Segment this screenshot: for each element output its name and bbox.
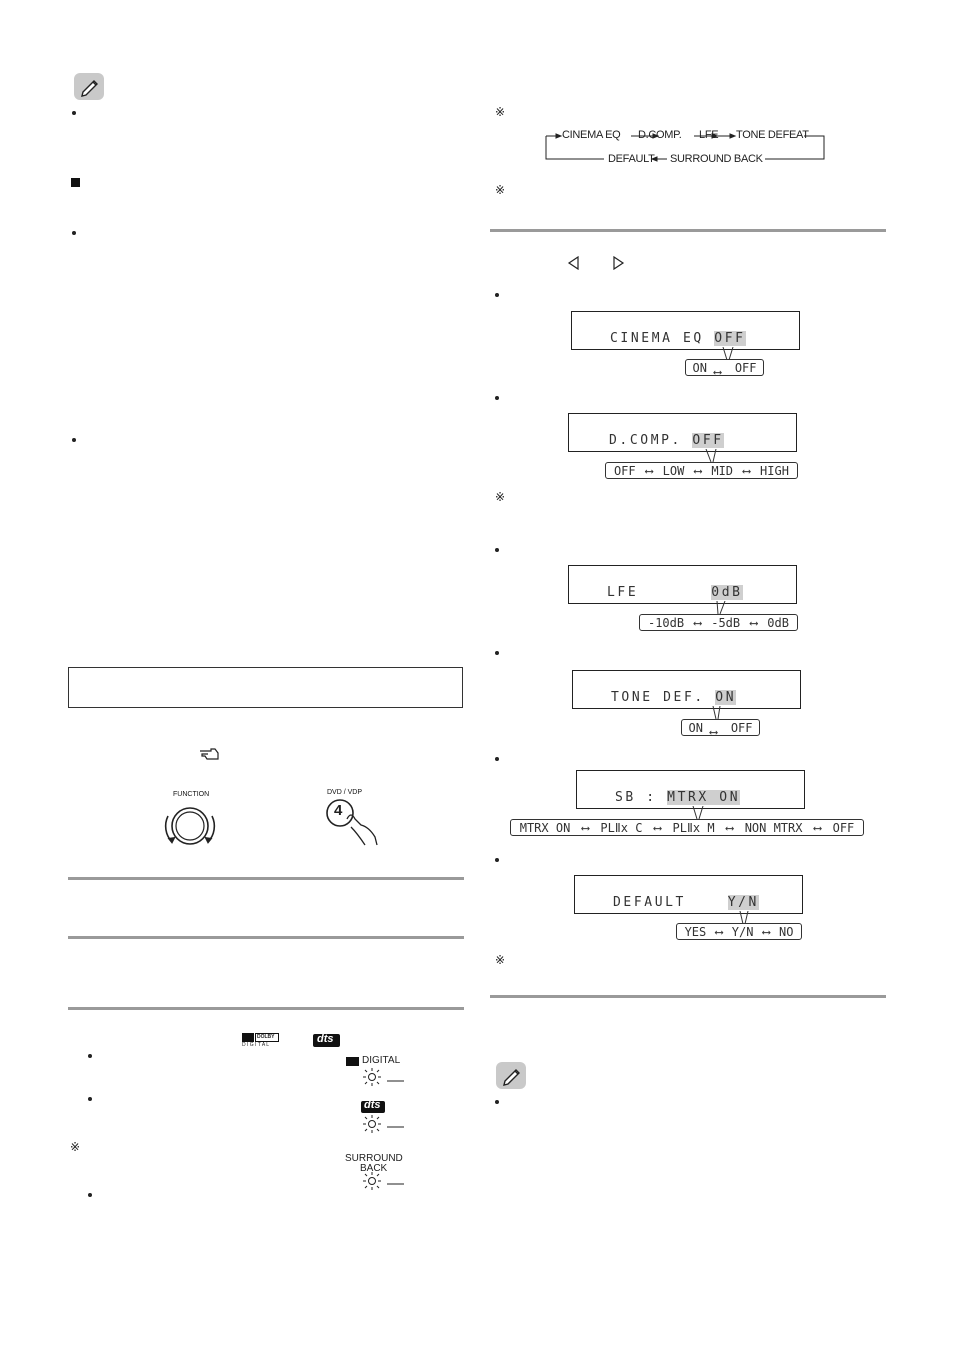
button-label: DVD / VDP xyxy=(327,789,363,796)
callout xyxy=(722,347,734,361)
flow-dcomp: D.COMP. xyxy=(638,129,682,141)
bullet xyxy=(72,231,76,235)
flow-tone-defeat: TONE DEFEAT xyxy=(736,129,809,141)
square-bullet xyxy=(71,178,80,187)
lcd-value: 0dB xyxy=(711,585,743,600)
section-rule xyxy=(68,936,464,939)
section-rule xyxy=(490,229,886,232)
flow-surround-back: SURROUND BACK xyxy=(670,153,763,165)
bullet xyxy=(495,757,499,761)
right-arrow-icon xyxy=(613,256,625,270)
note-mark: ※ xyxy=(495,105,506,119)
bullet xyxy=(88,1054,92,1058)
section-rule xyxy=(490,995,886,998)
bullet xyxy=(495,548,499,552)
indicator-lamps xyxy=(363,1068,404,1190)
dts-indicator-label: dts xyxy=(364,1099,381,1111)
options-cinema-eq: ON⟷OFF xyxy=(685,359,764,379)
bullet xyxy=(72,111,76,115)
lcd-value: MTRX ON xyxy=(667,790,741,805)
dts-word: dts xyxy=(317,1033,334,1045)
dts-logo: dts xyxy=(313,1033,340,1047)
flow-lfe: LFE xyxy=(699,129,719,141)
lamp-2 xyxy=(363,1115,404,1133)
digital-label: DIGITAL xyxy=(362,1055,401,1066)
lcd-value: ON xyxy=(715,690,737,705)
function-knob[interactable] xyxy=(158,796,222,861)
note-mark: ※ xyxy=(495,183,506,197)
lcd-lfe: LFE 0dB xyxy=(568,565,797,604)
bullet xyxy=(88,1097,92,1101)
note-mark: ※ xyxy=(495,490,506,504)
options-default: YES⟷Y/N⟷NO xyxy=(676,923,802,940)
dolby-word: DOLBY xyxy=(257,1034,275,1040)
bullet xyxy=(495,858,499,862)
dolby-digital-indicator: DIGITAL xyxy=(346,1055,406,1085)
flow-diagram-lines xyxy=(545,133,825,162)
bullet xyxy=(495,396,499,400)
left-arrow-icon xyxy=(567,256,579,270)
lcd-value: OFF xyxy=(714,331,746,346)
section-rule xyxy=(68,877,464,880)
sb-indicator-label1: SURROUND xyxy=(345,1153,403,1164)
lcd-surround-back: SB : MTRX ON xyxy=(576,770,805,809)
lcd-dcomp: D.COMP. OFF xyxy=(568,413,797,452)
dvd-button[interactable] xyxy=(325,797,385,852)
framed-box xyxy=(68,667,463,708)
lamp-1 xyxy=(363,1068,404,1086)
sb-indicator-label2: BACK xyxy=(360,1163,388,1174)
lcd-default: DEFAULT Y/N xyxy=(574,875,803,914)
options-lfe: -10dB⟷-5dB⟷0dB xyxy=(639,614,798,631)
dolby-sub: D I G I T A L xyxy=(242,1042,270,1048)
lcd-cinema-eq: CINEMA EQ OFF xyxy=(571,311,800,350)
bullet xyxy=(72,438,76,442)
flow-cinema-eq: CINEMA EQ xyxy=(562,129,621,141)
callout xyxy=(712,706,721,720)
knob-label: FUNCTION xyxy=(173,791,210,798)
options-surround-back: MTRX ON⟷PLⅡx C⟷PLⅡx M⟷NON MTRX⟷OFF xyxy=(510,819,864,836)
bullet xyxy=(495,1100,499,1104)
lcd-value: Y/N xyxy=(727,895,759,910)
section-rule xyxy=(68,1007,464,1010)
lcd-tone-defeat: TONE DEF. ON xyxy=(572,670,801,709)
note-icon xyxy=(74,73,104,100)
bullet xyxy=(495,651,499,655)
bullet xyxy=(88,1193,92,1197)
lamp-3 xyxy=(363,1172,404,1190)
callout xyxy=(716,601,726,615)
options-tone-defeat: ON⟷OFF xyxy=(681,719,760,739)
callout xyxy=(705,449,717,463)
flow-default: DEFAULT xyxy=(608,153,655,165)
dolby-digital-logo: DOLBY D I G I T A L xyxy=(242,1033,280,1048)
finger-pointer-icon xyxy=(199,748,219,767)
note-mark: ※ xyxy=(70,1140,81,1154)
bullet xyxy=(495,293,499,297)
options-dcomp: OFF⟷LOW⟷MID⟷HIGH xyxy=(605,462,798,479)
lcd-value: OFF xyxy=(692,433,724,448)
note-mark: ※ xyxy=(495,953,506,967)
note-icon xyxy=(496,1062,526,1089)
button-number: 4 xyxy=(334,802,343,819)
callout xyxy=(739,911,749,925)
callout xyxy=(692,806,704,820)
dts-indicator: dts xyxy=(361,1099,385,1113)
